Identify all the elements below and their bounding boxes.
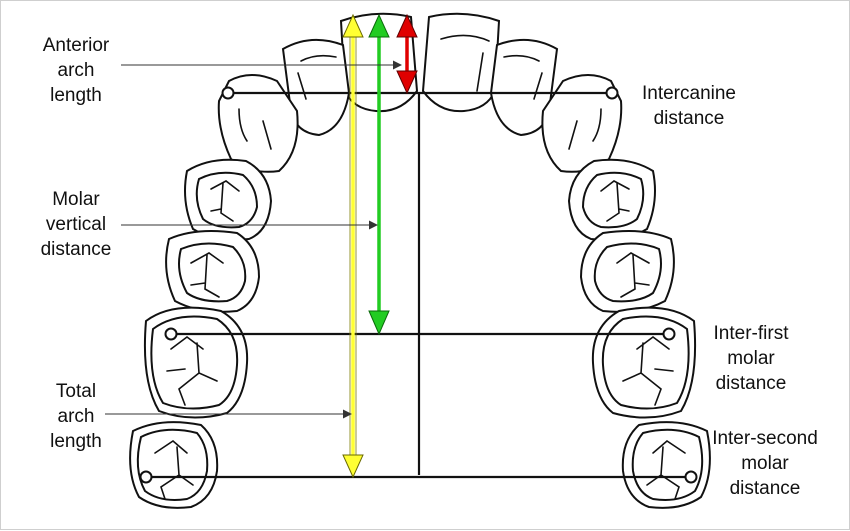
intercanine-point-left	[221, 86, 235, 100]
tooth-first-molar-right	[591, 306, 697, 419]
tooth-second-premolar-left	[165, 230, 261, 313]
label-inter-first-molar-distance: Inter-first molar distance	[713, 323, 789, 394]
tooth-second-molar-left	[129, 421, 219, 509]
first-molar-point-left	[164, 327, 178, 341]
intercanine-point-right	[605, 86, 619, 100]
label-intercanine-distance: Intercanine distance	[641, 83, 736, 129]
molar-vertical-distance-arrow	[368, 13, 390, 336]
tooth-central-incisor-right	[421, 12, 501, 113]
tooth-second-premolar-right	[579, 230, 675, 313]
anterior-arch-length-arrow	[396, 13, 418, 95]
tooth-first-premolar-left	[184, 158, 273, 241]
total-arch-length-arrow	[342, 13, 364, 479]
tooth-second-molar-right	[621, 421, 711, 509]
label-molar-vertical-distance: Molar vertical distance	[40, 189, 112, 260]
first-molar-point-right	[662, 327, 676, 341]
second-molar-point-right	[684, 470, 698, 484]
tooth-canine-right	[541, 74, 623, 173]
tooth-lateral-incisor-left	[281, 38, 351, 137]
second-molar-point-left	[139, 470, 153, 484]
label-inter-second-molar-distance: Inter-second molar distance	[712, 428, 818, 499]
tooth-canine-left	[217, 74, 299, 173]
tooth-lateral-incisor-right	[489, 38, 559, 137]
label-anterior-arch-length: Anterior arch length	[42, 35, 110, 106]
tooth-first-molar-left	[143, 306, 249, 419]
label-total-arch-length: Total arch length	[50, 381, 102, 452]
tooth-first-premolar-right	[567, 158, 656, 241]
